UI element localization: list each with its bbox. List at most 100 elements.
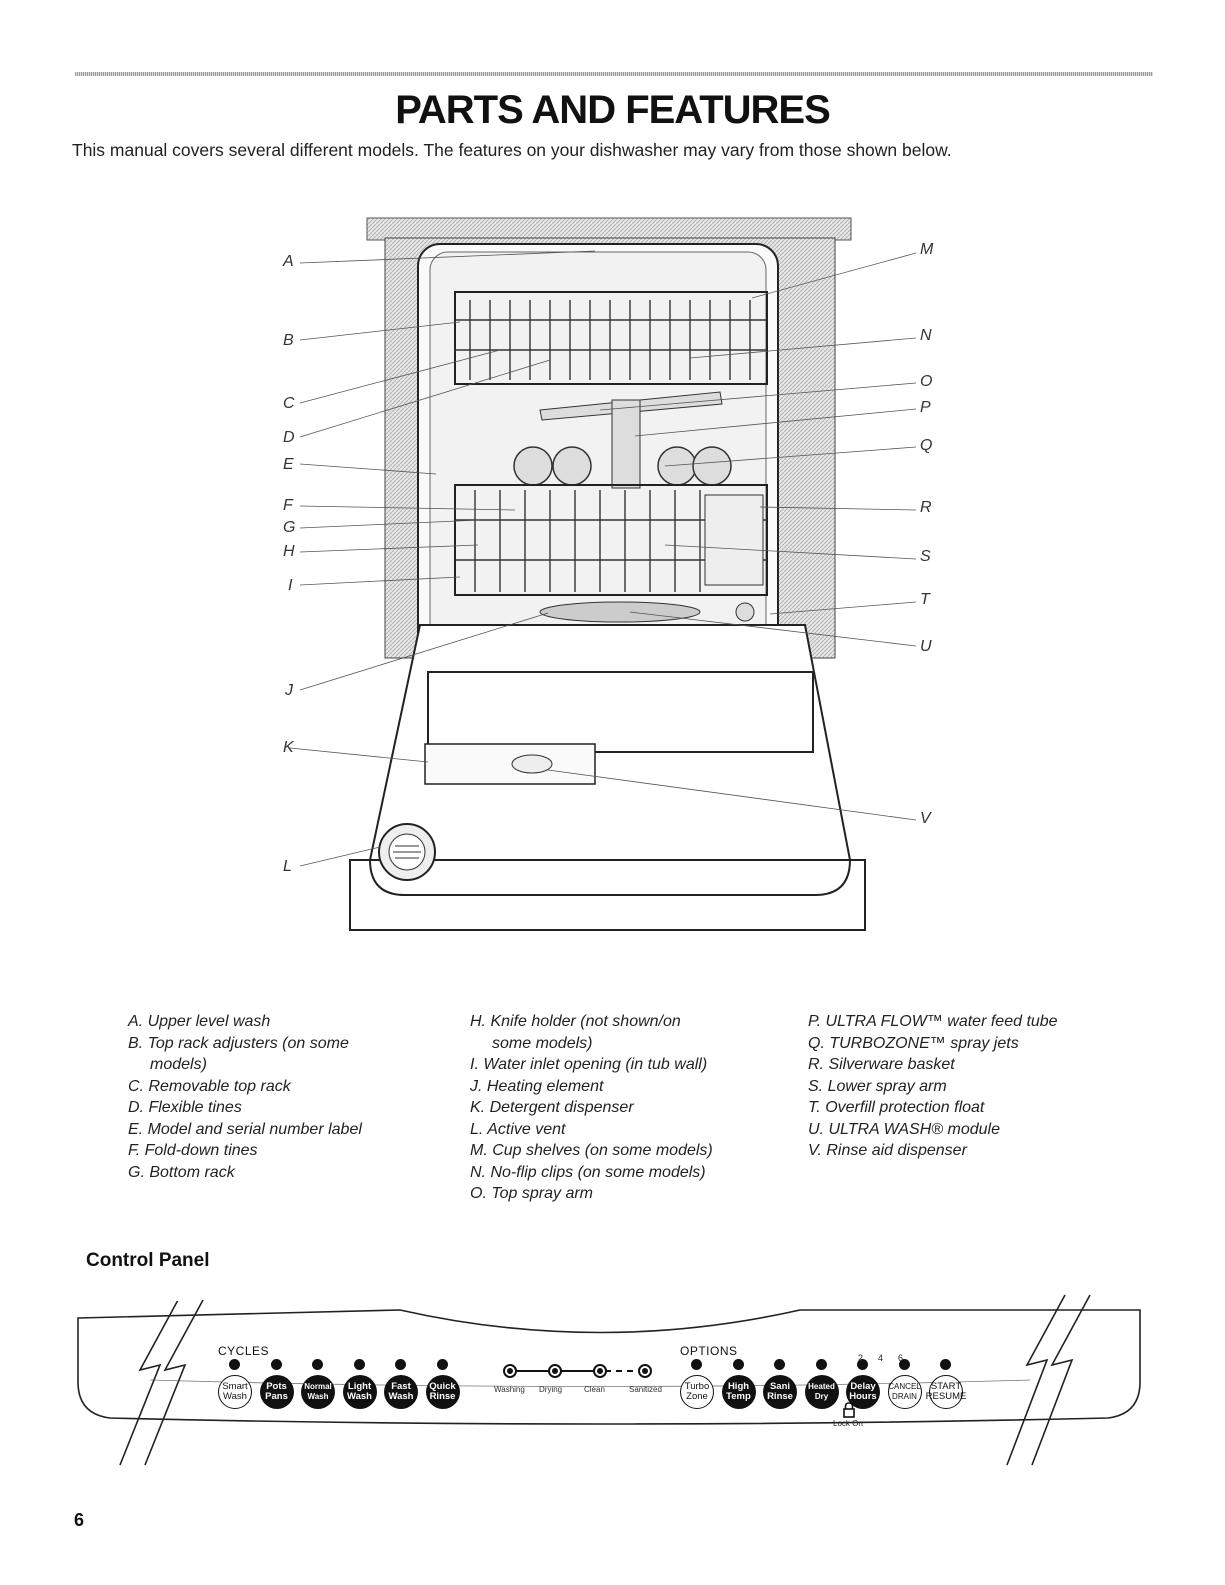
button-label-line1: Fast [391,1381,411,1392]
cycle-indicator-light [436,1359,448,1370]
button-label-line1: Heated [808,1382,835,1391]
legend-column-1: A. Upper level wash B. Top rack adjusters… [128,1011,362,1183]
lock-icon [843,1402,855,1418]
button-label-line2: Wash [307,1392,329,1401]
lock-on-label: Lock On [833,1419,863,1428]
callout-h: H [283,543,295,560]
legend-item: V. Rinse aid dispenser [808,1142,967,1159]
status-label: Sanitized [629,1385,662,1394]
legend-item: U. ULTRA WASH® module [808,1120,1000,1138]
button-label-line2: Hours [849,1391,877,1402]
callout-f: F [283,497,293,514]
button-label-line1: Quick [429,1381,456,1392]
legend-item: some models) [492,1034,593,1052]
button-label-line1: Delay [850,1381,876,1392]
callout-j: J [285,682,293,699]
callout-q: Q [920,437,933,454]
legend-item: J. Heating element [470,1077,604,1095]
callout-l: L [283,858,292,875]
page-number: 6 [74,1510,85,1530]
legend-item: N. No-flip clips (on some models) [470,1163,706,1181]
status-light-sanitized [638,1364,652,1378]
intro-text: This manual covers several different mod… [72,140,952,160]
button-label-line1: CANCEL [888,1382,921,1391]
button-label-line1: Light [347,1381,372,1392]
callout-e: E [283,456,294,473]
callout-d: D [283,429,295,446]
callout-n: N [920,327,932,344]
cycle-indicator-light [270,1359,282,1370]
callout-v: V [920,810,931,827]
page-title: PARTS AND FEATURES [395,88,831,132]
callout-t: T [920,591,930,608]
legend-item: A. Upper level wash [128,1013,271,1030]
cycle-indicator-light [353,1359,365,1370]
status-label: Washing [494,1385,525,1394]
option-indicator-light [774,1359,785,1370]
legend-item: L. Active vent [470,1120,566,1138]
button-label-line2: Zone [686,1391,708,1402]
button-label-line1: Turbo [684,1381,710,1392]
legend-item: B. Top rack adjusters (on some [128,1034,349,1052]
status-light-drying [548,1364,562,1378]
callout-m: M [920,241,934,258]
legend-item: D. Flexible tines [128,1099,242,1116]
legend-item: M. Cup shelves (on some models) [470,1142,713,1159]
legend-item: T. Overfill protection float [808,1099,985,1116]
delay-hours-2: 2 [858,1353,864,1363]
legend-item: R. Silverware basket [808,1056,955,1073]
legend-item: I. Water inlet opening (in tub wall) [470,1056,708,1073]
option-indicator-light [940,1359,951,1370]
callout-a: A [283,253,294,270]
legend-item: F. Fold-down tines [128,1142,258,1159]
callout-c: C [283,395,295,412]
option-indicator-light [815,1359,827,1370]
delay-hours-6: 6 [898,1353,904,1363]
delay-hours-4: 4 [878,1353,884,1363]
callout-o: O [920,373,933,390]
option-indicator-light [898,1359,910,1370]
legend-item: C. Removable top rack [128,1077,291,1095]
cycle-indicator-light [229,1359,240,1370]
button-label-line2: Wash [223,1391,247,1402]
button-label-line1: Smart [222,1381,248,1392]
callout-p: P [920,399,931,416]
options-label: OPTIONS [680,1344,738,1358]
option-indicator-light [857,1359,868,1370]
legend-item: G. Bottom rack [128,1163,235,1181]
button-label-line2: Wash [388,1391,414,1402]
button-label-line1: Normal [304,1382,332,1391]
callout-r: R [920,499,932,516]
button-label-line1: High [727,1381,750,1392]
legend-item: E. Model and serial number label [128,1120,362,1138]
button-label-line2: Temp [726,1391,751,1402]
status-label: Drying [539,1385,563,1394]
button-label-line2: Dry [814,1392,829,1401]
legend-item: O. Top spray arm [470,1185,594,1202]
button-label-line2: RESUME [925,1391,967,1402]
legend-item: Q. TURBOZONE™ spray jets [808,1034,1019,1052]
callout-u: U [920,638,932,655]
button-label-line1: Sani [769,1381,791,1392]
cycle-indicator-light [312,1359,323,1370]
legend-item: models) [150,1056,207,1073]
button-label-line2: Rinse [429,1391,456,1402]
button-label-line2: Pans [265,1391,288,1402]
status-label: Clean [584,1385,605,1394]
control-panel-heading: Control Panel [86,1250,210,1271]
cycle-indicator-light [395,1359,406,1370]
